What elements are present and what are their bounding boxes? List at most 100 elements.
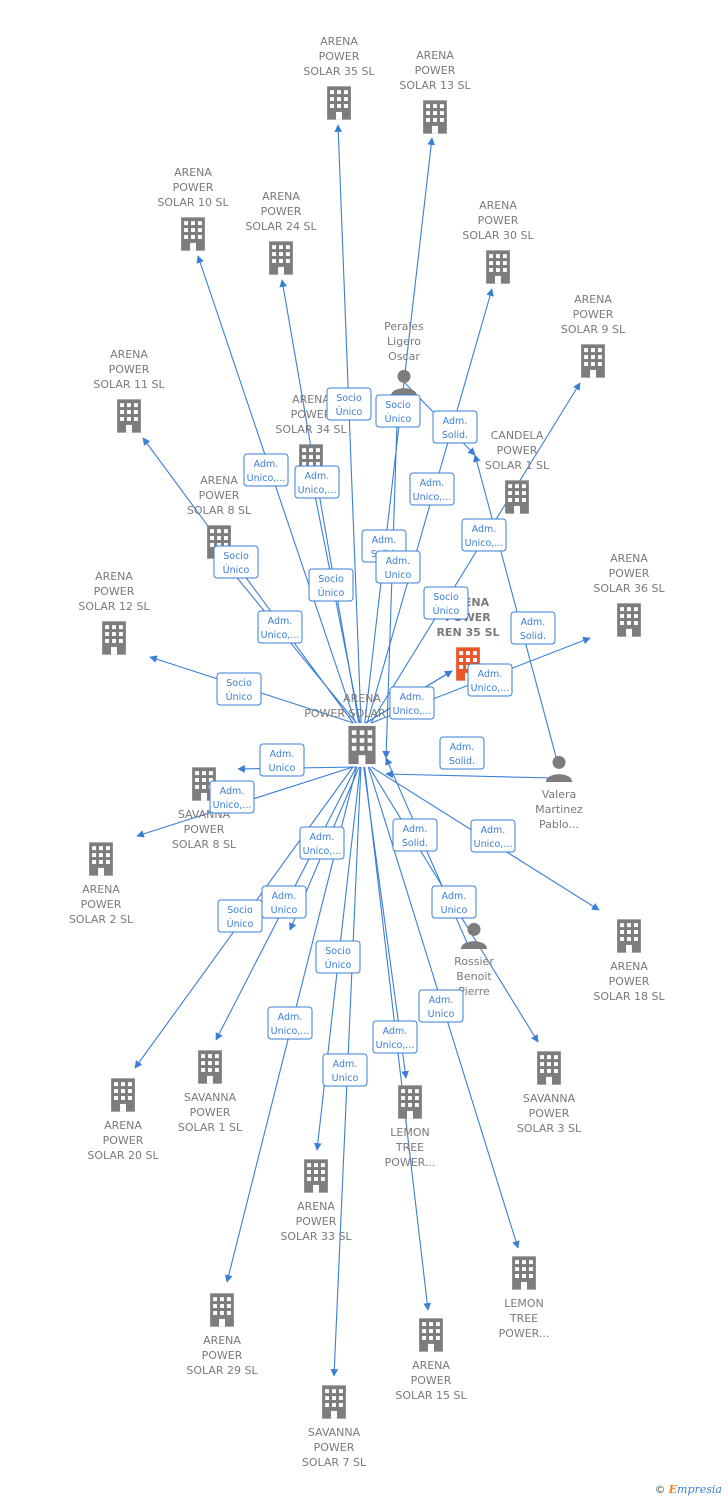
node-label: ARENA — [610, 552, 648, 565]
edge-badge[interactable]: Adm.Unico,... — [409, 472, 455, 506]
edge-badge[interactable]: Adm.Solid. — [439, 736, 485, 770]
node-label: ARENA — [95, 570, 133, 583]
badges-layer: SocioÚnicoAdm.Solid.Adm.Unico,...Adm.Uni… — [209, 387, 556, 1087]
edge-badge[interactable]: Adm.Unico — [418, 989, 464, 1023]
edge-badge[interactable]: Adm.Unico — [431, 885, 477, 919]
node-label: SOLAR 2 SL — [69, 913, 134, 926]
node-label: Valera — [542, 788, 577, 801]
edge-badge-label: Unico,... — [247, 473, 286, 484]
building-icon — [581, 344, 605, 378]
edge-badge-label: Unico,... — [474, 839, 513, 850]
edge-badge-box — [439, 736, 485, 770]
edge-badge-label: Unico,... — [298, 485, 337, 496]
node-label: POWER — [199, 489, 240, 502]
node-label: POWER... — [385, 1156, 436, 1169]
edge-badge-box — [299, 826, 345, 860]
edge-badge[interactable]: Adm.Unico,... — [470, 819, 516, 853]
node-label: POWER — [411, 1374, 452, 1387]
edge-badge[interactable]: Adm.Unico,... — [389, 686, 435, 720]
edge-badge-label: Adm. — [400, 692, 425, 703]
edge-badge[interactable]: Adm.Unico,... — [257, 610, 303, 644]
node-label: SOLAR 8 SL — [187, 504, 252, 517]
edge-badge[interactable]: Adm.Unico — [259, 743, 305, 777]
edge-badge[interactable]: Adm.Unico,... — [294, 465, 340, 499]
edge-badge-box — [423, 586, 469, 620]
edge-badge-box — [372, 1020, 418, 1054]
edge-badge[interactable]: Adm.Unico,... — [461, 518, 507, 552]
edge-badge-label: Adm. — [220, 786, 245, 797]
edge-badge[interactable]: Adm.Unico,... — [299, 826, 345, 860]
edge-badge-label: Único — [318, 587, 345, 599]
node-label: LEMON — [390, 1126, 429, 1139]
edge-badge-label: Socio — [227, 905, 253, 916]
edge-badge-label: Adm. — [310, 832, 335, 843]
edge-badge-label: Único — [336, 406, 363, 418]
edge-badge-label: Adm. — [254, 459, 279, 470]
edge-badge-label: Adm. — [420, 478, 445, 489]
edge-badge[interactable]: Adm.Unico,... — [209, 780, 255, 814]
edge-badge-label: Adm. — [472, 524, 497, 535]
building-icon — [486, 250, 510, 284]
node-label: ARENA — [104, 1119, 142, 1132]
edge-badge-label: Unico — [269, 763, 296, 774]
edge-badge[interactable]: Adm.Unico,... — [267, 1006, 313, 1040]
edge-badge-label: Socio — [318, 574, 344, 585]
node-label: POWER — [319, 50, 360, 63]
node-lemon2[interactable]: LEMONTREEPOWER... — [499, 1256, 550, 1340]
node-valera[interactable]: ValeraMartinezPablo... — [535, 755, 583, 831]
edge-badge[interactable]: Adm.Solid. — [392, 818, 438, 852]
node-lemon1[interactable]: LEMONTREEPOWER... — [385, 1085, 436, 1169]
edge-badge[interactable]: Adm.Unico — [261, 885, 307, 919]
building-icon — [419, 1318, 443, 1352]
node-label: SOLAR 10 SL — [157, 196, 229, 209]
edge-badge[interactable]: Adm.Unico,... — [372, 1020, 418, 1054]
edge-badge-label: Socio — [226, 678, 252, 689]
edge-badge-label: Unico — [428, 1009, 455, 1020]
edge-badge[interactable]: Adm.Solid. — [510, 611, 556, 645]
edge-badge[interactable]: Adm.Unico — [375, 550, 421, 584]
edge-badge[interactable]: Adm.Solid. — [432, 410, 478, 444]
building-icon — [537, 1051, 561, 1085]
edge-badge[interactable]: Adm.Unico,... — [467, 663, 513, 697]
edge-badge-box — [470, 819, 516, 853]
edge-badge[interactable]: Adm. Unico,... — [243, 453, 289, 487]
empresia-brand[interactable]: ©Empresia — [655, 1483, 722, 1496]
node-label: ARENA — [110, 348, 148, 361]
edge-badge-label: Socio — [325, 946, 351, 957]
building-icon — [89, 842, 113, 876]
node-label: POWER — [609, 975, 650, 988]
edge-badge[interactable]: Adm.Unico — [322, 1053, 368, 1087]
